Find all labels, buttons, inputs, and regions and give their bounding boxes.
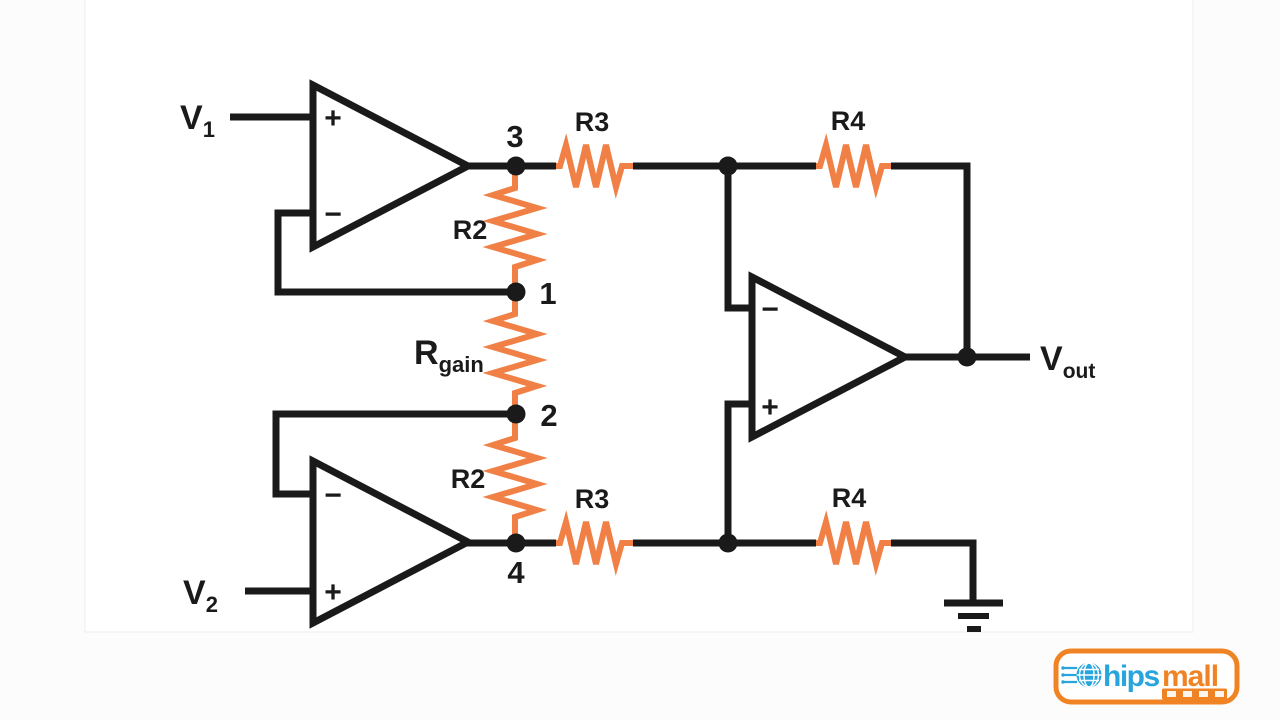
output-junction-dot bbox=[957, 347, 977, 367]
logo-globe-c-icon bbox=[1076, 662, 1102, 688]
logo-cn-badge bbox=[1162, 688, 1227, 700]
node-dot-2 bbox=[506, 404, 526, 424]
opamp2-feedback-wire bbox=[272, 410, 515, 498]
opamp2-minus-sign: − bbox=[324, 479, 342, 512]
resistor-r2-bottom bbox=[482, 414, 548, 543]
node-dot-4 bbox=[506, 533, 526, 553]
canvas bbox=[84, 0, 1194, 633]
vout-sub: out bbox=[1063, 360, 1096, 383]
v1-label: V1 bbox=[180, 99, 215, 142]
resistor-r2-top bbox=[482, 166, 548, 292]
opamp1-triangle bbox=[309, 79, 476, 253]
opamp3-minus-sign: − bbox=[761, 293, 779, 326]
opamp3-triangle bbox=[748, 271, 913, 443]
bottom-junction-dot bbox=[718, 533, 738, 553]
v2-base: V bbox=[183, 574, 206, 612]
rgain-sub: gain bbox=[439, 352, 484, 377]
v2-sub: 2 bbox=[206, 592, 218, 617]
resistor-r3-top bbox=[556, 133, 633, 199]
top-junction-dot bbox=[718, 156, 738, 176]
opamp2-triangle bbox=[309, 455, 476, 629]
opamp1-minus-sign: − bbox=[324, 198, 342, 231]
r2-top-label: R2 bbox=[453, 215, 488, 245]
resistor-r4-top bbox=[816, 133, 891, 199]
r2-bottom-label: R2 bbox=[451, 464, 486, 494]
rgain-label: Rgain bbox=[414, 334, 484, 377]
logo-text-chips: hips bbox=[1103, 660, 1159, 693]
chipsmall-logo: hips mall bbox=[1053, 648, 1240, 705]
node1-label: 1 bbox=[539, 276, 556, 311]
vout-base: V bbox=[1040, 340, 1063, 378]
v1-base: V bbox=[180, 99, 203, 137]
logo-chip-pins-icon bbox=[1061, 666, 1079, 684]
logo-text-mall: mall bbox=[1162, 660, 1218, 693]
opamp3-inverting-input-wire bbox=[724, 166, 752, 312]
r3-top-label: R3 bbox=[575, 107, 610, 137]
ground-icon bbox=[944, 599, 1003, 632]
node-dot-1 bbox=[506, 282, 526, 302]
r4-top-label: R4 bbox=[831, 106, 866, 136]
resistor-r3-bottom bbox=[556, 510, 633, 576]
node2-label: 2 bbox=[540, 398, 557, 433]
v2-label: V2 bbox=[183, 574, 218, 617]
v1-sub: 1 bbox=[203, 117, 215, 142]
ground-run-wire bbox=[891, 539, 977, 603]
opamp1-feedback-wire bbox=[274, 209, 515, 296]
opamp3-noninverting-input-wire bbox=[724, 400, 752, 543]
rgain-base: R bbox=[414, 334, 439, 372]
resistor-rgain bbox=[482, 292, 548, 414]
top-feedback-wire bbox=[891, 162, 971, 357]
opamp1-plus-sign: + bbox=[324, 102, 342, 135]
node4-label: 4 bbox=[507, 555, 525, 590]
node-dot-3 bbox=[506, 156, 526, 176]
node3-label: 3 bbox=[506, 119, 523, 154]
r3-bottom-label: R3 bbox=[575, 484, 610, 514]
vout-label: Vout bbox=[1040, 340, 1095, 383]
opamp2-plus-sign: + bbox=[324, 576, 342, 609]
r4-bottom-label: R4 bbox=[832, 483, 867, 513]
resistor-r4-bottom bbox=[816, 510, 891, 576]
opamp3-plus-sign: + bbox=[761, 391, 779, 424]
